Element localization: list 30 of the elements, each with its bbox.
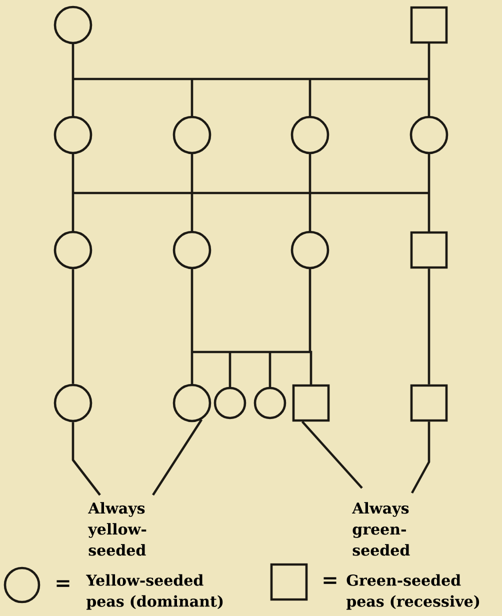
pedigree-line [72,42,430,117]
legend-text: Green-seeded peas (recessive) [346,574,480,610]
caption-text: Always green-seeded [352,502,410,556]
circle-symbol [172,116,212,154]
circle-symbol [290,230,330,270]
pedigree-line [190,268,312,388]
circle-symbol [54,116,92,154]
leader-line [301,420,363,489]
square-symbol [410,384,448,422]
square-symbol [410,6,448,44]
circle-symbol [54,384,92,422]
circle-symbol [172,384,212,422]
circle-symbol [54,230,92,270]
square-symbol [292,384,330,422]
pedigree-line [428,268,430,384]
circle-symbol [54,6,92,44]
legend-text: Yellow-seeded peas (dominant) [86,574,223,610]
square-symbol [410,231,448,269]
caption-text: Always yellow-seeded [88,502,146,556]
circle-symbol [172,230,212,270]
equals-sign: = [56,580,70,587]
circle-symbol [254,386,286,420]
leader-line [410,422,430,494]
circle-symbol [290,116,330,154]
circle-symbol [410,116,448,154]
pedigree-line [72,153,430,232]
pedigree-line [72,269,74,384]
equals-sign: = [324,577,336,584]
leader-line [72,422,101,496]
circle-symbol [214,386,246,420]
